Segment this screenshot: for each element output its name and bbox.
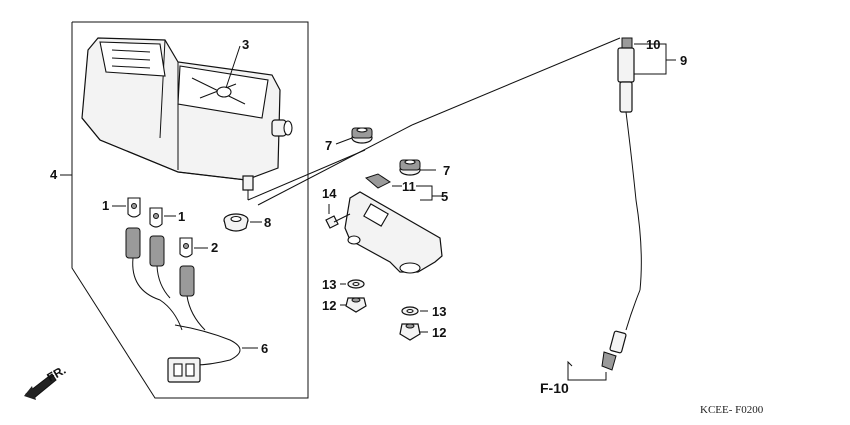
front-arrow-icon	[24, 373, 57, 400]
bulb-2	[179, 237, 193, 258]
callout-10: 10	[646, 37, 660, 52]
meter-bracket	[344, 191, 443, 274]
callout-11: 11	[402, 179, 416, 194]
speedometer-cable	[601, 37, 642, 371]
assembly-border	[71, 21, 309, 399]
bulb-1a	[127, 197, 141, 218]
bracket-pad	[364, 173, 391, 189]
callout-2: 2	[211, 240, 218, 255]
callout-12a: 12	[322, 298, 336, 313]
meter-housing	[81, 37, 293, 200]
diagram-code: KCEE- F0200	[700, 404, 764, 416]
callout-8: 8	[264, 215, 271, 230]
callout-9: 9	[680, 53, 687, 68]
leader-3	[225, 45, 241, 89]
callout-13a: 13	[322, 277, 336, 292]
callout-5: 5	[441, 189, 448, 204]
callout-3: 3	[242, 37, 249, 52]
nut-12b	[399, 323, 421, 341]
grommet-7b	[399, 159, 421, 176]
washer-13b	[401, 306, 419, 316]
callout-7b: 7	[443, 163, 450, 178]
wire-harness	[125, 227, 241, 383]
reference-label: F-10	[540, 380, 569, 396]
callout-4: 4	[50, 167, 58, 182]
callout-1b: 1	[178, 209, 185, 224]
callout-1a: 1	[102, 198, 109, 213]
bolt-14	[325, 213, 351, 229]
callout-6: 6	[261, 341, 268, 356]
callout-12b: 12	[432, 325, 446, 340]
grommet-8	[223, 213, 249, 232]
washer-13a	[347, 279, 365, 289]
bulb-1b	[149, 207, 163, 228]
callout-13b: 13	[432, 304, 446, 319]
reference-pointer	[567, 360, 607, 381]
callout-14: 14	[322, 186, 337, 201]
callout-7a: 7	[325, 138, 332, 153]
grommet-7a	[351, 127, 373, 144]
nut-12a	[345, 297, 367, 313]
